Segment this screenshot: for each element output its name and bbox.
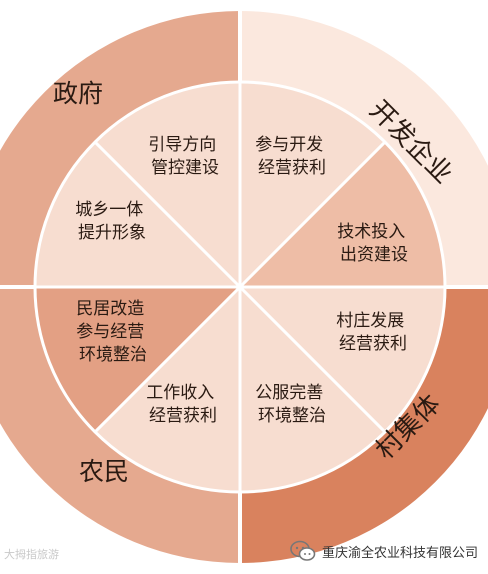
sector-village xyxy=(240,287,445,432)
sector-divider xyxy=(93,285,242,434)
sector-dividers xyxy=(0,9,488,565)
sector-residence xyxy=(35,287,240,432)
sector-divider xyxy=(238,285,387,434)
sector-devjoin xyxy=(240,82,385,287)
sector-urban xyxy=(35,142,240,287)
sector-divider xyxy=(93,140,242,289)
sector-divider xyxy=(238,140,387,289)
company-name: 重庆渝全农业科技有限公司 xyxy=(322,545,479,561)
sector-guide xyxy=(95,82,240,287)
ring-farmers xyxy=(0,287,240,563)
label-government: 政府 xyxy=(53,79,103,108)
credit-line: 重庆渝全农业科技有限公司 xyxy=(290,538,478,564)
sector-invest xyxy=(240,142,445,287)
ring-government xyxy=(0,11,240,287)
sector-village-label: 村庄发展 经营获利 xyxy=(336,311,409,354)
watermark: 大拇指旅游 xyxy=(4,548,59,561)
sector-urban-label: 城乡一体 提升形象 xyxy=(75,200,148,243)
sector-invest-label: 技术投入 出资建设 xyxy=(337,222,410,265)
sector-work-label: 工作收入 经营获利 xyxy=(146,383,219,426)
ring-developer xyxy=(240,11,488,287)
sector-work xyxy=(95,287,240,492)
ring-collective xyxy=(240,287,488,563)
sector-guide-label: 引导方向 管控建设 xyxy=(148,135,221,178)
inner-ring-border xyxy=(33,80,447,494)
sector-public-label: 公服完善 环境整治 xyxy=(255,383,328,426)
sector-devjoin-label: 参与开发 经营获利 xyxy=(255,135,328,178)
sector-public xyxy=(240,287,385,492)
label-farmers: 农民 xyxy=(79,457,129,486)
sector-residence-label: 民居改造 参与经营 环境整治 xyxy=(76,299,149,365)
wechat-icon xyxy=(290,540,316,561)
